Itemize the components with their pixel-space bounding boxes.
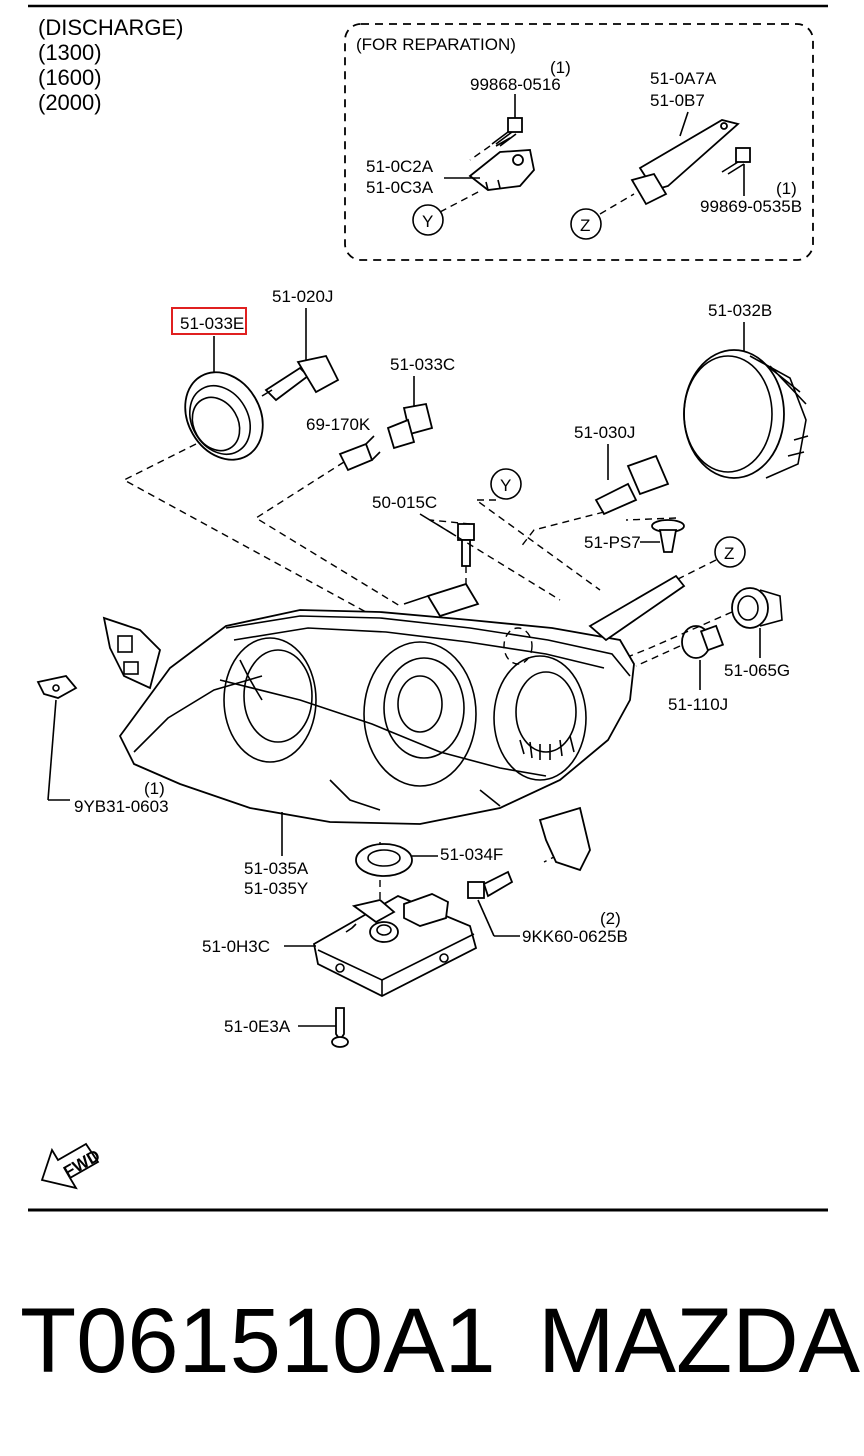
svg-text:Y: Y xyxy=(500,476,511,495)
label-51-0c3a: 51-0C3A xyxy=(366,178,434,197)
callout-z-top xyxy=(570,208,602,240)
label-50-015c: 50-015C xyxy=(372,493,437,512)
clip-51-ps7-icon xyxy=(651,519,685,553)
fwd-arrow-icon: FWD xyxy=(40,1142,103,1190)
label-99869-0535b-qty: (1) xyxy=(776,179,797,198)
cover-51-032b-icon xyxy=(683,349,809,479)
bracket-51-0c2a-icon xyxy=(468,149,535,191)
label-51-035a: 51-035A xyxy=(244,859,309,878)
bulb-51-110j-icon xyxy=(681,624,725,659)
callout-z-mid xyxy=(714,536,746,568)
svg-text:Z: Z xyxy=(724,544,734,563)
label-51-0a7a: 51-0A7A xyxy=(650,69,717,88)
label-69-170k: 69-170K xyxy=(306,415,371,434)
label-51-035y: 51-035Y xyxy=(244,879,308,898)
footer-brand: MAZDA xyxy=(538,1290,861,1392)
label-51-032b: 51-032B xyxy=(708,301,772,320)
bolt-9kk60-0625b-icon xyxy=(467,870,514,899)
clip-9yb31-0603-icon xyxy=(36,675,78,699)
variant-discharge: (DISCHARGE) xyxy=(38,15,183,40)
gasket-51-034f-icon xyxy=(355,843,413,877)
label-9kk60-0625b: 9KK60-0625B xyxy=(522,927,628,946)
ballast-unit-51-0h3c-icon xyxy=(312,893,478,998)
label-99869-0535b: 99869-0535B xyxy=(700,197,802,216)
callout-y-mid xyxy=(490,468,522,500)
variant-1600: (1600) xyxy=(38,65,102,90)
label-99868-0516-qty: (1) xyxy=(550,58,571,77)
label-51-ps7: 51-PS7 xyxy=(584,533,641,552)
reparation-box xyxy=(344,23,814,261)
svg-text:Z: Z xyxy=(580,216,590,235)
bolt-99869-0535b-icon xyxy=(721,147,751,175)
label-51-0e3a: 51-0E3A xyxy=(224,1017,291,1036)
label-51-033c: 51-033C xyxy=(390,355,455,374)
label-9kk60-0625b-qty: (2) xyxy=(600,909,621,928)
bracket-51-0a7a-icon xyxy=(630,119,740,206)
bulb-51-030j-icon xyxy=(594,454,670,516)
label-51-0b7: 51-0B7 xyxy=(650,91,705,110)
bulb-69-170k-icon xyxy=(338,435,381,472)
footer-part-number: T061510A1 xyxy=(20,1290,496,1392)
label-51-020j: 51-020J xyxy=(272,287,333,306)
svg-text:Y: Y xyxy=(422,212,433,231)
label-51-033e: 51-033E xyxy=(180,314,244,333)
label-51-0c2a: 51-0C2A xyxy=(366,157,434,176)
label-9yb31-0603: 9YB31-0603 xyxy=(74,797,169,816)
label-51-030j: 51-030J xyxy=(574,423,635,442)
label-99868-0516: 99868-0516 xyxy=(470,75,561,94)
variant-2000: (2000) xyxy=(38,90,102,115)
screw-51-0e3a-icon xyxy=(331,1007,349,1048)
headlamp-housing-51-035a-icon xyxy=(102,574,686,872)
label-51-034f: 51-034F xyxy=(440,845,503,864)
callout-y-top xyxy=(412,204,444,236)
socket-51-065g-icon xyxy=(731,587,783,629)
label-51-065g: 51-065G xyxy=(724,661,790,680)
reparation-title: (FOR REPARATION) xyxy=(356,35,516,54)
label-51-110j: 51-110J xyxy=(668,695,728,714)
label-51-0h3c: 51-0H3C xyxy=(202,937,270,956)
socket-51-033c-icon xyxy=(386,402,434,450)
highlight-box-51-033e xyxy=(171,307,247,335)
variant-1300: (1300) xyxy=(38,40,102,65)
bulb-51-020j-icon xyxy=(261,354,340,402)
label-9yb31-0603-qty: (1) xyxy=(144,779,165,798)
rubber-cap-51-033e-icon xyxy=(184,371,264,461)
bolt-99868-0516-icon xyxy=(491,117,523,147)
